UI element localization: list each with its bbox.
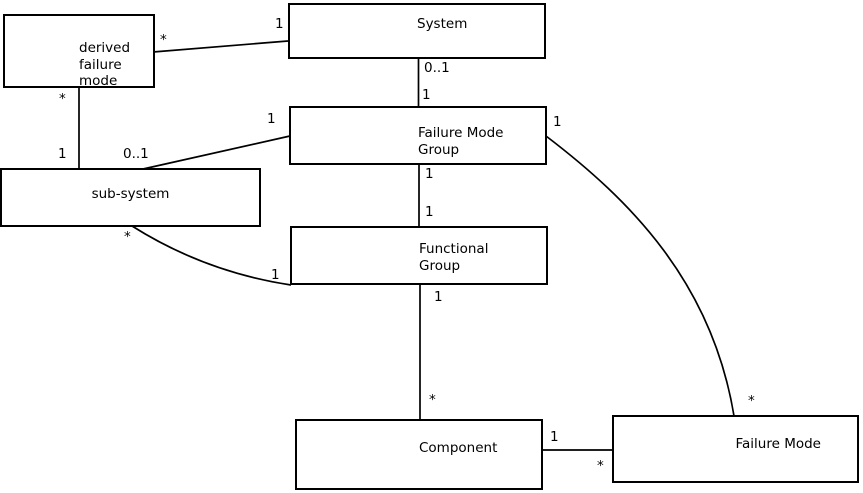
node-label-failure-mode: Failure Mode [735, 436, 822, 452]
node-label-system: System [417, 16, 468, 32]
node-functional-group: Functional Group [290, 226, 548, 285]
multiplicity-derived-failure-mode-end: * [59, 91, 66, 107]
multiplicity-failure-mode-end: * [748, 393, 755, 409]
connector-failure-mode-group-failure-mode [545, 135, 735, 417]
node-sub-system: sub-system [0, 168, 261, 227]
node-label-failure-mode-group: Failure Mode Group [418, 125, 504, 158]
multiplicity-failure-mode-group-end: 1 [425, 166, 434, 182]
multiplicity-component-end: * [429, 392, 436, 408]
multiplicity-derived-failure-mode-end: * [160, 32, 167, 48]
node-failure-mode-group: Failure Mode Group [289, 106, 547, 165]
multiplicity-component-end: 1 [550, 429, 559, 445]
node-label-sub-system: sub-system [91, 186, 170, 202]
multiplicity-failure-mode-end: * [597, 458, 604, 474]
multiplicity-sub-system-end: 0..1 [123, 146, 149, 162]
multiplicity-functional-group-end: 1 [434, 289, 443, 305]
multiplicity-failure-mode-group-end: 1 [267, 111, 276, 127]
multiplicity-sub-system-end: * [124, 229, 131, 245]
node-label-derived-failure-mode: derived failure mode [79, 40, 131, 89]
node-system: System [288, 3, 546, 59]
connector-sub-system-functional-group [131, 225, 292, 286]
node-label-functional-group: Functional Group [419, 241, 489, 274]
multiplicity-failure-mode-group-end: 1 [553, 114, 562, 130]
multiplicity-failure-mode-group-end: 1 [422, 87, 431, 103]
multiplicity-functional-group-end: 1 [425, 204, 434, 220]
multiplicity-system-end: 1 [275, 16, 284, 32]
node-failure-mode: Failure Mode [612, 415, 859, 483]
node-component: Component [295, 419, 543, 490]
node-label-component: Component [419, 440, 498, 456]
multiplicity-sub-system-end: 1 [58, 146, 67, 162]
connector-sub-system-failure-mode-group [142, 135, 291, 170]
multiplicity-functional-group-end: 1 [271, 267, 280, 283]
node-derived-failure-mode: derived failure mode [3, 14, 155, 89]
multiplicity-system-end: 0..1 [424, 60, 450, 76]
connector-system-derived-failure-mode [152, 40, 289, 53]
